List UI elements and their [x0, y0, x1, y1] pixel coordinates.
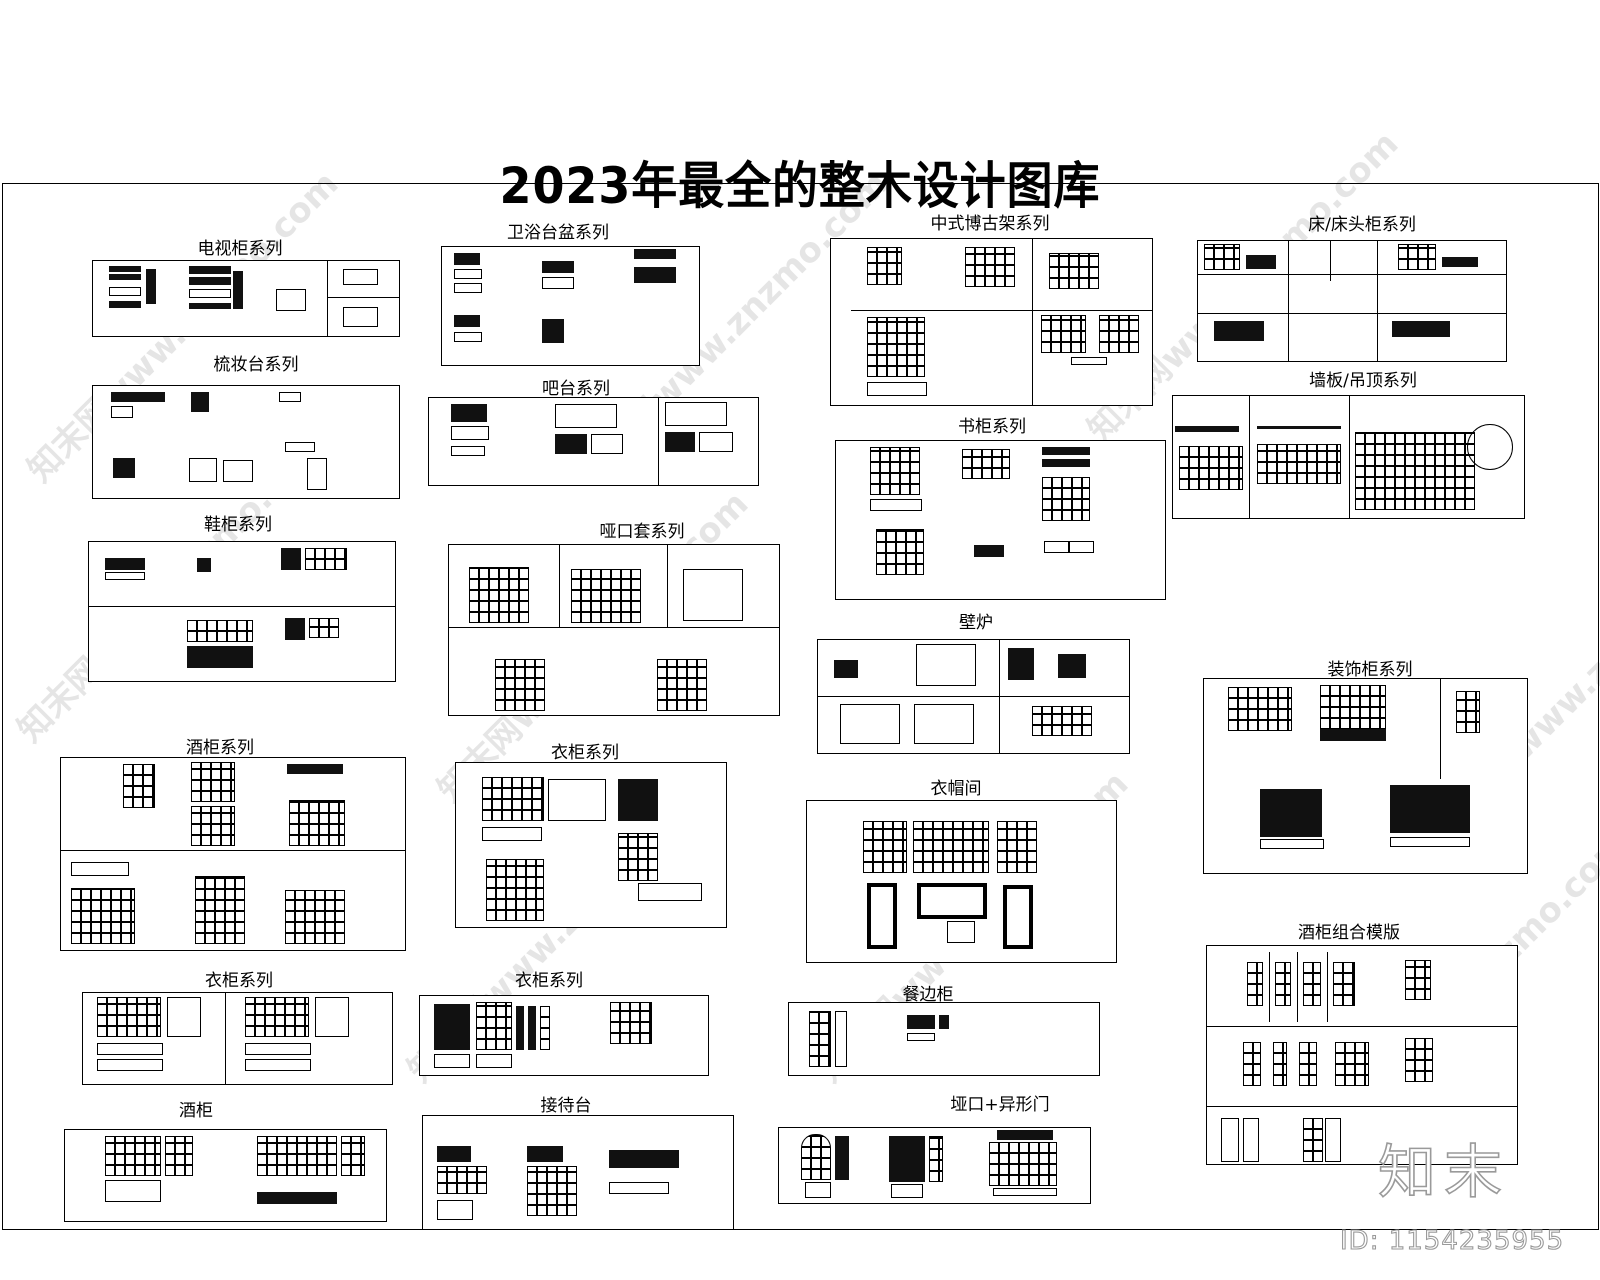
section-doorway-special-door: [778, 1127, 1091, 1204]
image-id: ID: 1154235955: [1339, 1225, 1565, 1256]
sheet-title: 2023年最全的整木设计图库: [499, 156, 1101, 215]
section-bed-nightstand: [1197, 240, 1507, 362]
section-dresser: [92, 385, 400, 499]
section-label-wall-panel-ceiling: 墙板/吊顶系列: [1309, 371, 1417, 391]
section-wardrobe-series-3: [419, 995, 709, 1076]
section-label-wardrobe-series-2: 衣柜系列: [205, 971, 273, 991]
section-label-decorative-cabinet: 装饰柜系列: [1327, 660, 1413, 680]
section-label-doorway-special-door: 垭口+异形门: [950, 1095, 1050, 1115]
section-wardrobe-series-2: [82, 992, 393, 1085]
drawing-frame: [2, 183, 1599, 1230]
section-sideboard: [788, 1002, 1100, 1076]
section-shoe-cabinet: [88, 541, 396, 682]
section-chinese-display-shelf: [830, 238, 1153, 406]
section-label-cloakroom: 衣帽间: [930, 779, 982, 799]
section-wall-panel-ceiling: [1172, 395, 1525, 519]
section-wardrobe-series-1: [455, 762, 727, 928]
section-wine-cabinet-template: [1206, 945, 1518, 1165]
section-tv-cabinet: [92, 260, 400, 337]
section-reception-desk: [422, 1115, 734, 1230]
section-label-chinese-display-shelf: 中式博古架系列: [930, 214, 1050, 234]
section-label-wine-cabinet: 酒柜: [179, 1101, 213, 1121]
section-label-sideboard: 餐边柜: [902, 985, 954, 1005]
section-label-tv-cabinet: 电视柜系列: [197, 239, 283, 259]
section-fireplace: [817, 639, 1130, 754]
section-label-dresser: 梳妆台系列: [213, 355, 299, 375]
section-bathroom-vanity: [441, 246, 700, 366]
section-wine-cabinet: [64, 1129, 387, 1222]
section-bookcase: [835, 440, 1166, 600]
brand-logo: 知末: [1377, 1137, 1511, 1207]
section-bar-counter: [428, 397, 759, 486]
section-label-wine-cabinet-series: 酒柜系列: [186, 738, 254, 758]
section-label-reception-desk: 接待台: [540, 1096, 592, 1116]
section-label-wardrobe-series-3: 衣柜系列: [515, 971, 583, 991]
section-label-wine-cabinet-template: 酒柜组合模版: [1298, 923, 1400, 943]
section-label-bookcase: 书柜系列: [958, 417, 1026, 437]
section-label-bar-counter: 吧台系列: [542, 379, 610, 399]
section-label-shoe-cabinet: 鞋柜系列: [204, 515, 272, 535]
section-doorway-casing: [448, 544, 780, 716]
section-label-bathroom-vanity: 卫浴台盆系列: [507, 223, 609, 243]
section-cloakroom: [806, 800, 1117, 963]
section-label-fireplace: 壁炉: [959, 613, 993, 633]
section-label-doorway-casing: 哑口套系列: [599, 522, 685, 542]
section-decorative-cabinet: [1203, 678, 1528, 874]
section-label-bed-nightstand: 床/床头柜系列: [1308, 215, 1416, 235]
section-label-wardrobe-series-1: 衣柜系列: [551, 743, 619, 763]
section-wine-cabinet-series: [60, 757, 406, 951]
